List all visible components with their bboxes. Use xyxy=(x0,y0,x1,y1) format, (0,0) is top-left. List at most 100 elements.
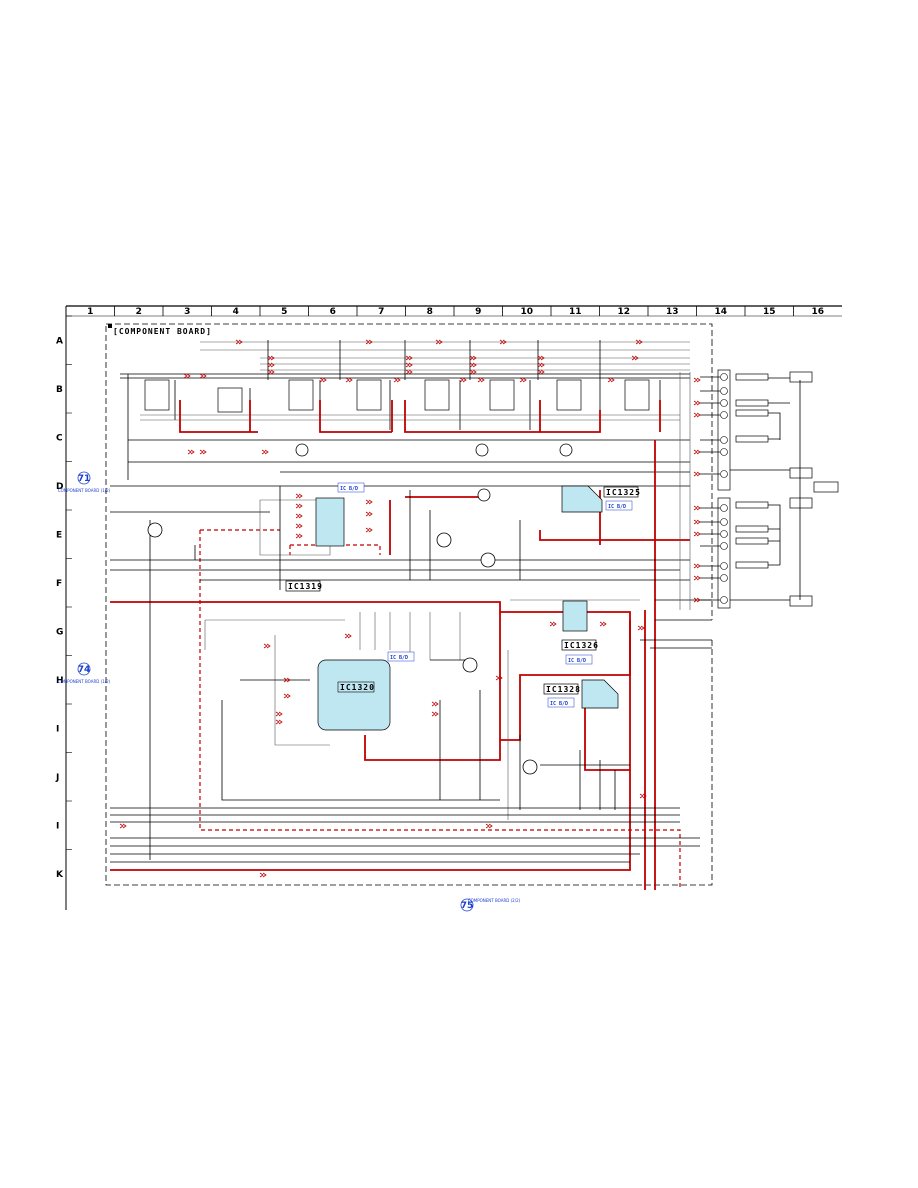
terminal-box xyxy=(789,371,813,383)
terminal-box xyxy=(813,481,839,493)
arrow-marker xyxy=(267,369,275,375)
column-label: 10 xyxy=(520,307,533,317)
switch-block-3 xyxy=(288,379,314,411)
arrow-marker xyxy=(631,355,639,361)
connector-75-badge xyxy=(460,898,474,912)
arrow-marker xyxy=(693,412,701,418)
ic1320-tag-box xyxy=(387,651,415,662)
arrow-marker xyxy=(693,400,701,406)
column-label: 14 xyxy=(714,307,727,317)
transistor xyxy=(147,522,163,538)
ic1326-label: IC1326 xyxy=(564,641,599,650)
arrow-marker xyxy=(431,701,439,707)
column-label: 16 xyxy=(811,307,824,317)
jack xyxy=(720,387,728,395)
arrow-marker xyxy=(693,471,701,477)
arrow-marker xyxy=(405,369,413,375)
arrow-marker xyxy=(693,531,701,537)
arrow-marker xyxy=(275,719,283,725)
ic1326: IC1326 IC B/D xyxy=(561,600,599,665)
ic1326-label-box xyxy=(561,639,597,651)
column-label: 13 xyxy=(666,307,679,317)
column-label: 8 xyxy=(427,307,433,317)
arrow-marker xyxy=(537,355,545,361)
connector-75-text: COMPONENT BOARD (2/2) xyxy=(468,898,521,903)
row-label: G xyxy=(56,627,63,637)
jack-column xyxy=(700,373,728,604)
column-label: 7 xyxy=(378,307,384,317)
ic1328-label-box xyxy=(543,683,579,695)
ic1325-tag-box xyxy=(605,500,633,511)
jack xyxy=(720,596,728,604)
ic1328: IC1328 IC B/D xyxy=(543,679,619,709)
transistor xyxy=(436,532,452,548)
connector-74-number: 74 xyxy=(78,665,91,675)
column-label: 2 xyxy=(136,307,142,317)
arrow-marker xyxy=(283,693,291,699)
column-label: 6 xyxy=(330,307,336,317)
arrow-marker xyxy=(495,675,503,681)
row-label: E xyxy=(56,530,62,540)
arrow-marker xyxy=(263,643,271,649)
arrow-marker xyxy=(405,362,413,368)
jack xyxy=(720,542,728,550)
ic1328-label: IC1328 xyxy=(546,685,581,694)
arrow-marker xyxy=(693,519,701,525)
arrow-marker xyxy=(365,527,373,533)
switch-block-5 xyxy=(424,379,450,411)
arrow-marker xyxy=(485,823,493,829)
transistor xyxy=(522,759,538,775)
arrow-marker xyxy=(261,449,269,455)
arrow-marker xyxy=(345,377,353,383)
ic1326-tag: IC B/D xyxy=(568,658,586,664)
arrow-marker xyxy=(499,339,507,345)
ic1326-body xyxy=(562,600,588,632)
connector-71-badge xyxy=(77,471,91,485)
arrow-marker xyxy=(187,449,195,455)
ic1319: IC B/D IC1319 xyxy=(285,482,365,592)
connector-strip-top xyxy=(717,369,731,491)
arrow-marker xyxy=(693,505,701,511)
jack xyxy=(720,574,728,582)
arrow-marker xyxy=(275,711,283,717)
transistor xyxy=(462,657,478,673)
transistor xyxy=(477,488,491,502)
jack xyxy=(720,373,728,381)
switch-block-1 xyxy=(144,379,170,411)
jack xyxy=(720,530,728,538)
ic1319-body xyxy=(315,497,345,547)
connector-71-number: 71 xyxy=(78,474,91,484)
board-border xyxy=(105,323,713,886)
row-dividers xyxy=(66,315,72,850)
arrow-marker xyxy=(635,339,643,345)
arrow-marker xyxy=(519,377,527,383)
signal-lines xyxy=(110,400,690,890)
connector-74-badge xyxy=(77,662,91,676)
switch-block-8 xyxy=(624,379,650,411)
arrow-marker xyxy=(431,711,439,717)
connector-75: 75 COMPONENT BOARD (2/2) xyxy=(460,898,521,912)
row-label: B xyxy=(56,385,63,395)
ic1319-tag-box xyxy=(337,482,365,493)
signal-arrows xyxy=(119,339,701,878)
transistors xyxy=(147,443,573,775)
arrow-marker xyxy=(469,362,477,368)
jack xyxy=(720,399,728,407)
jack xyxy=(720,562,728,570)
top-wiring xyxy=(110,340,690,487)
connector-74: 74 COMPONENT BOARD (1/2) xyxy=(58,662,111,684)
resistor xyxy=(735,501,769,509)
switch-block-2 xyxy=(217,387,243,413)
arrow-marker xyxy=(235,339,243,345)
arrow-marker xyxy=(295,493,303,499)
arrow-marker xyxy=(365,511,373,517)
arrow-marker xyxy=(393,377,401,383)
arrow-marker xyxy=(295,503,303,509)
terminal-box xyxy=(789,467,813,479)
arrow-marker xyxy=(283,677,291,683)
row-label: K xyxy=(56,870,64,880)
row-label: I xyxy=(56,724,59,734)
arrow-marker xyxy=(365,499,373,505)
row-label: J xyxy=(55,773,59,783)
